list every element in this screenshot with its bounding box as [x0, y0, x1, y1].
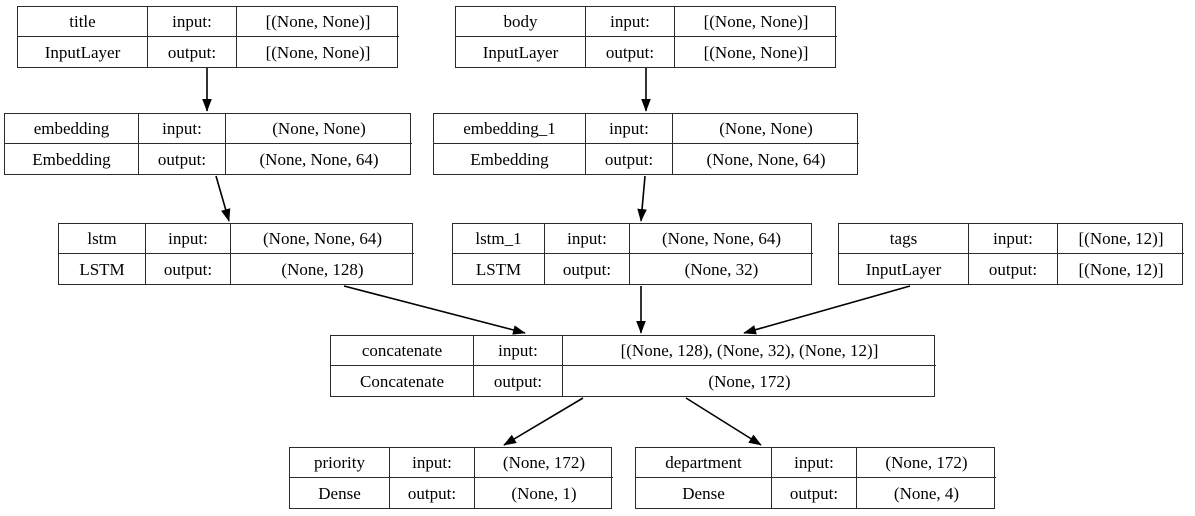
node-name-label: department	[636, 448, 772, 477]
node-output-label: output:	[148, 37, 237, 67]
node-output-shape: [(None, None)]	[265, 42, 371, 62]
node-output-label: output:	[390, 478, 475, 508]
node-input-shape: [(None, 128), (None, 32), (None, 12)]	[620, 341, 879, 360]
node-input-label: input:	[772, 448, 857, 477]
node-name-label: lstm	[59, 224, 146, 253]
node-output-label: output:	[586, 37, 675, 67]
node-output-shape: (None, 32)	[684, 259, 759, 279]
node-input-shape: (None, None)	[272, 119, 366, 138]
node-class-label: InputLayer	[456, 37, 586, 67]
node-name-label: tags	[839, 224, 969, 253]
edge-concatenate-to-department	[685, 397, 762, 446]
node-input-label: input:	[586, 7, 675, 36]
node-output-label: output:	[586, 144, 673, 174]
node-class-label: LSTM	[59, 254, 146, 284]
node-output-label: output:	[139, 144, 226, 174]
node-output-label: output:	[474, 366, 563, 396]
node-name-label: concatenate	[331, 336, 474, 365]
node-input-label: input:	[148, 7, 237, 36]
node-input-shape: [(None, None)]	[265, 12, 371, 31]
node-input-shape: (None, 172)	[885, 453, 968, 472]
node-output-label: output:	[545, 254, 630, 284]
node-class-label: LSTM	[453, 254, 545, 284]
node-input-label: input:	[545, 224, 630, 253]
node-name-label: lstm_1	[453, 224, 545, 253]
node-input-label: input:	[146, 224, 231, 253]
node-input-shape: [(None, None)]	[703, 12, 809, 31]
node-class-label: Dense	[636, 478, 772, 508]
node-input-label: input:	[474, 336, 563, 365]
node-input-label: input:	[586, 114, 673, 143]
node-class-label: Embedding	[434, 144, 586, 174]
node-output-shape: [(None, None)]	[703, 42, 809, 62]
node-output-shape: (None, None, 64)	[706, 149, 826, 169]
node-class-label: InputLayer	[18, 37, 148, 67]
node-class-label: Embedding	[5, 144, 139, 174]
node-name-label: embedding_1	[434, 114, 586, 143]
node-output-label: output:	[146, 254, 231, 284]
node-input-shape: (None, None, 64)	[662, 229, 781, 248]
node-output-shape: (None, 172)	[708, 371, 791, 391]
node-name-label: title	[18, 7, 148, 36]
node-input-label: input:	[139, 114, 226, 143]
node-class-label: InputLayer	[839, 254, 969, 284]
node-output-shape: (None, None, 64)	[259, 149, 379, 169]
node-input-shape: (None, None, 64)	[263, 229, 382, 248]
node-input-shape: (None, 172)	[502, 453, 586, 472]
node-output-shape: (None, 128)	[281, 259, 364, 279]
node-name-label: embedding	[5, 114, 139, 143]
node-input-shape: (None, None)	[719, 119, 813, 138]
edge-embedding-to-lstm	[215, 175, 231, 222]
edge-lstm-to-concatenate	[343, 285, 526, 335]
edge-tags-to-concatenate	[743, 285, 911, 335]
node-input-label: input:	[390, 448, 475, 477]
node-input-label: input:	[969, 224, 1058, 253]
node-input-shape: [(None, 12)]	[1078, 229, 1164, 248]
node-output-shape: [(None, 12)]	[1078, 259, 1164, 279]
edge-embedding_1-to-lstm_1	[637, 175, 647, 222]
node-output-shape: (None, 4)	[893, 483, 960, 503]
node-name-label: body	[456, 7, 586, 36]
edge-concatenate-to-priority	[503, 397, 584, 446]
node-output-label: output:	[772, 478, 857, 508]
node-output-label: output:	[969, 254, 1058, 284]
node-class-label: Concatenate	[331, 366, 474, 396]
node-class-label: Dense	[290, 478, 390, 508]
node-name-label: priority	[290, 448, 390, 477]
node-output-shape: (None, 1)	[511, 483, 577, 503]
